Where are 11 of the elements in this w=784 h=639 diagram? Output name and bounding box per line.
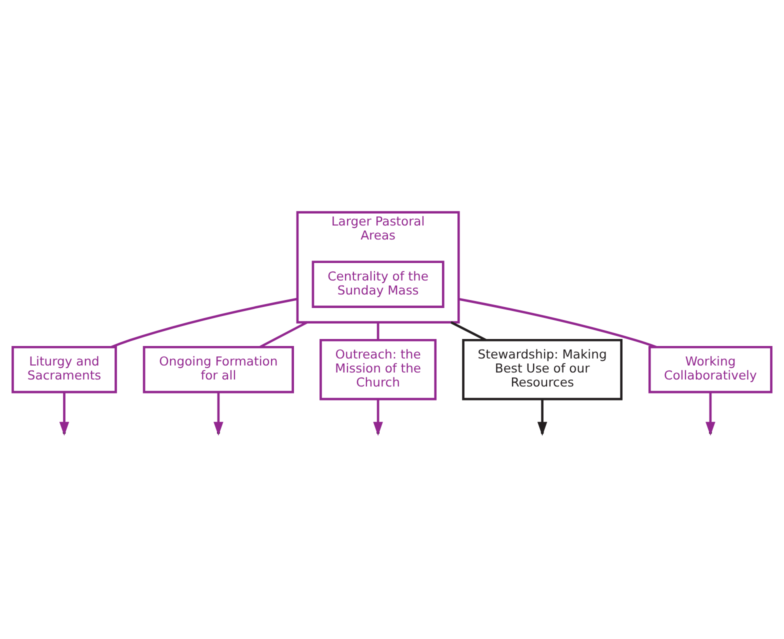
node-box: Centrality of the Sunday Mass — [312, 260, 444, 308]
node-box: Liturgy and Sacraments — [12, 346, 117, 394]
node-box: Outreach: the Mission of the Church — [320, 338, 437, 400]
connector — [458, 298, 657, 348]
node-box: Ongoing Formation for all — [142, 346, 294, 394]
connector — [450, 321, 486, 342]
node-box: Working Collaboratively — [648, 346, 772, 394]
node-box: Stewardship: Making Best Use of our Resources — [462, 338, 622, 400]
connector — [110, 298, 298, 348]
connector — [260, 321, 308, 348]
connector — [376, 322, 380, 340]
